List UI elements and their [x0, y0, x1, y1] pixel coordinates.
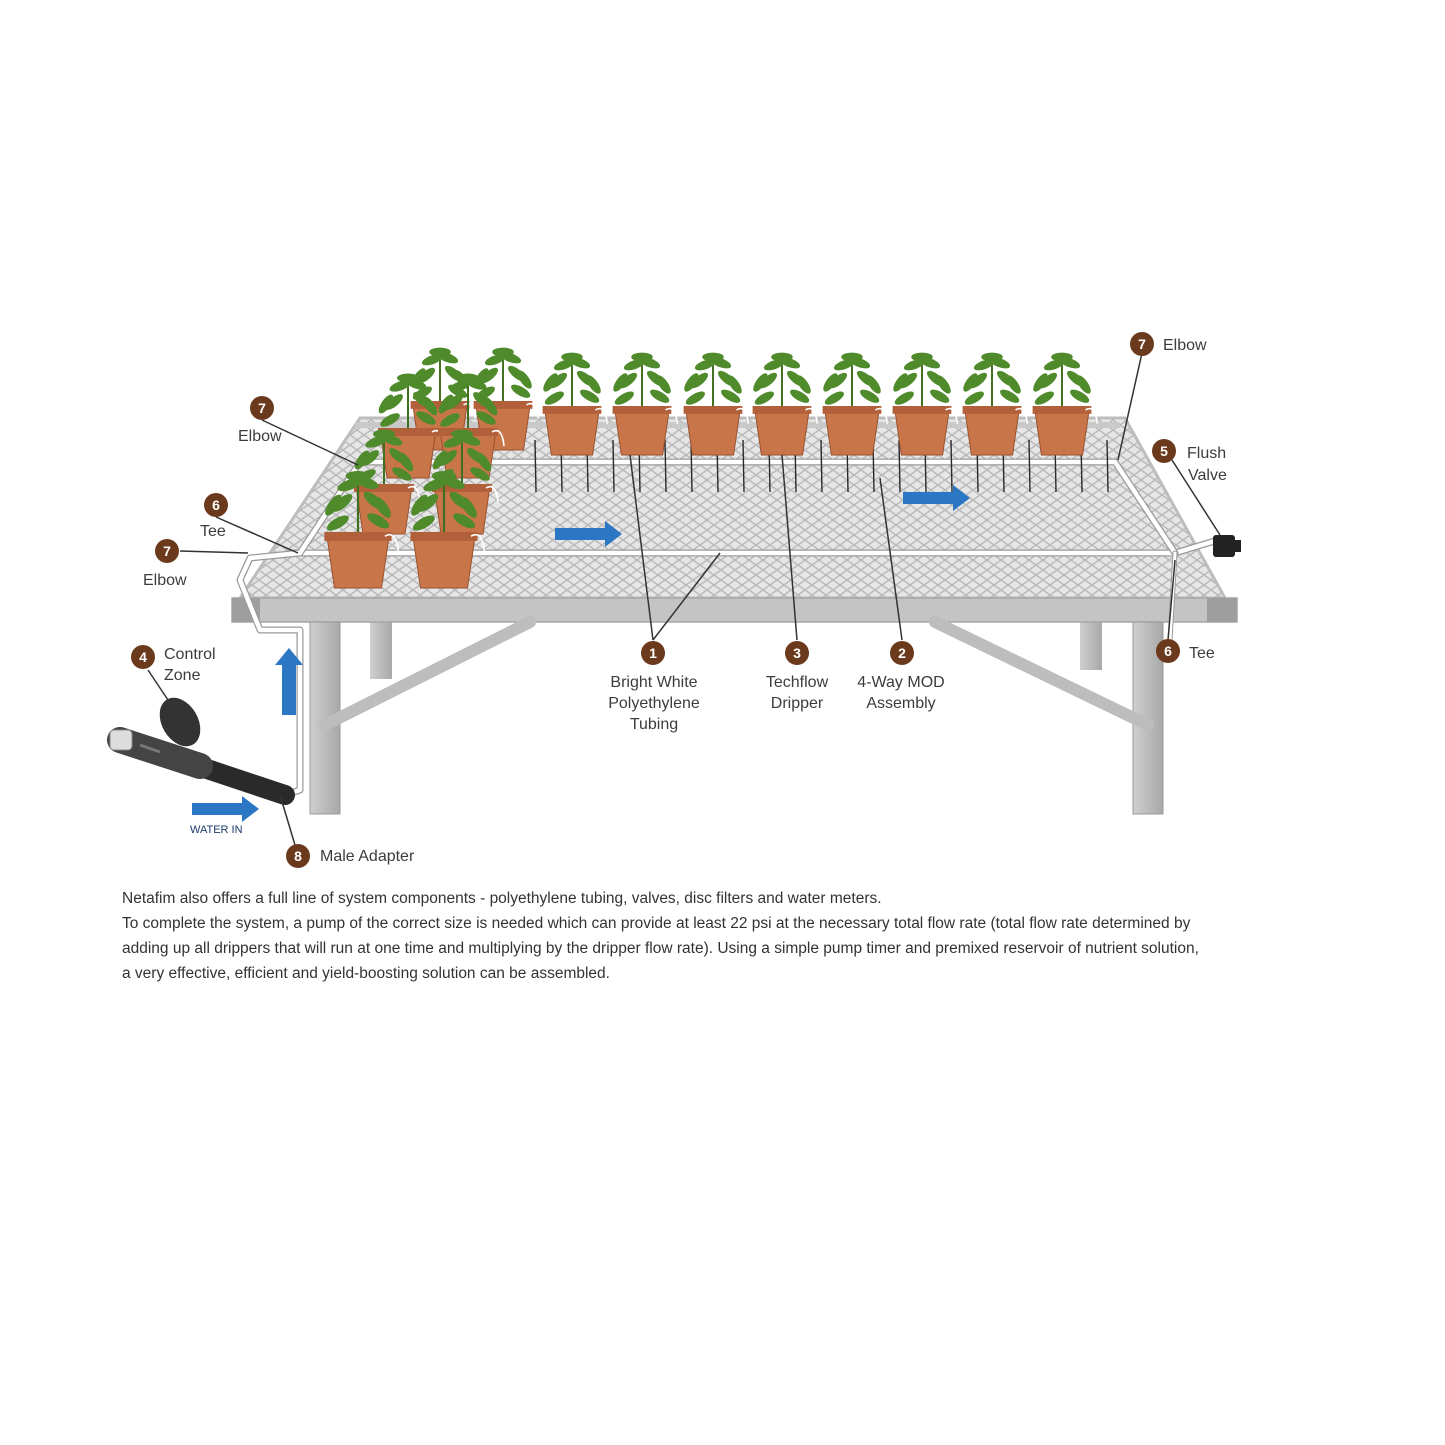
callout-label: Male Adapter: [320, 848, 415, 865]
callout-tee-right: 6 Tee: [1156, 639, 1215, 663]
dripper-stake: [742, 439, 745, 493]
callout-dripper: 3 Techflow Dripper: [766, 641, 829, 712]
dripper-stake: [664, 439, 667, 493]
callout-number: 8: [294, 848, 302, 864]
flush-valve-icon: [1213, 535, 1241, 557]
caption-line-2: To complete the system, a pump of the co…: [122, 915, 1199, 982]
callout-label: 4-Way MOD: [857, 674, 944, 691]
callout-label: Elbow: [238, 428, 282, 445]
plant-pot-icon: [892, 352, 959, 456]
bench-front-rail: [231, 597, 1238, 623]
callout-flush-valve: 5 Flush Valve: [1152, 439, 1227, 484]
callout-label: Tubing: [630, 716, 678, 733]
callout-elbow-left-upper: 7 Elbow: [238, 396, 282, 445]
plant-pot-icon: [542, 352, 609, 456]
callout-label: Control: [164, 646, 216, 663]
potted-plants: [324, 347, 1099, 589]
callout-number: 5: [1160, 443, 1168, 459]
callout-label: Valve: [1188, 467, 1227, 484]
callout-number: 1: [649, 645, 657, 661]
plant-pot-icon: [822, 352, 889, 456]
callout-number: 7: [163, 543, 171, 559]
plant-pot-icon: [410, 470, 486, 589]
callout-male-adapter: 8 Male Adapter: [286, 844, 415, 868]
callout-label: Bright White: [610, 674, 697, 691]
callout-label: Assembly: [866, 695, 935, 712]
dripper-stake: [820, 439, 823, 493]
leader-lines: [147, 352, 1221, 846]
callout-label: Flush: [1187, 445, 1226, 462]
callout-number: 3: [793, 645, 801, 661]
callout-mod-assembly: 2 4-Way MOD Assembly: [857, 641, 945, 712]
control-zone-valve-icon: [107, 697, 295, 805]
flow-arrow-icon: [192, 485, 970, 822]
callout-label: Elbow: [1163, 337, 1207, 354]
caption: Netafim also offers a full line of syste…: [122, 886, 1202, 986]
dripper-stakes: [534, 439, 1109, 493]
water-in-label: WATER IN: [190, 824, 243, 836]
callout-number: 2: [898, 645, 906, 661]
caption-line-1: Netafim also offers a full line of syste…: [122, 890, 882, 907]
callout-tubing: 1 Bright White Polyethylene Tubing: [608, 641, 700, 733]
callout-number: 7: [258, 400, 266, 416]
plant-pot-icon: [612, 352, 679, 456]
dripper-stake: [950, 439, 953, 493]
bench-table: [231, 416, 1238, 815]
callout-label: Tee: [1189, 645, 1215, 662]
dripper-stake: [612, 439, 615, 493]
dripper-stake: [534, 439, 537, 493]
plant-pot-icon: [1032, 352, 1099, 456]
callout-number: 6: [1164, 643, 1172, 659]
callout-elbow-top-right: 7 Elbow: [1130, 332, 1207, 356]
callout-label: Zone: [164, 667, 201, 684]
plant-pot-icon: [683, 352, 750, 456]
callout-number: 7: [1138, 336, 1146, 352]
callout-elbow-left-lower: 7 Elbow: [143, 539, 187, 589]
dripper-stake: [1028, 439, 1031, 493]
plant-pot-icon: [378, 373, 445, 479]
plant-pot-icon: [752, 352, 819, 456]
callout-number: 4: [139, 649, 147, 665]
callout-label: Tee: [200, 523, 226, 540]
dripper-stake: [898, 439, 901, 493]
plant-pot-icon: [962, 352, 1029, 456]
callout-label: Elbow: [143, 572, 187, 589]
callout-control-zone: 4 Control Zone: [131, 645, 216, 684]
callout-label: Techflow: [766, 674, 829, 691]
dripper-stake: [1106, 439, 1109, 493]
plant-pot-icon: [324, 470, 400, 589]
callout-label: Dripper: [771, 695, 824, 712]
callout-number: 6: [212, 497, 220, 513]
callout-label: Polyethylene: [608, 695, 700, 712]
callout-tee-left: 6 Tee: [200, 493, 228, 540]
